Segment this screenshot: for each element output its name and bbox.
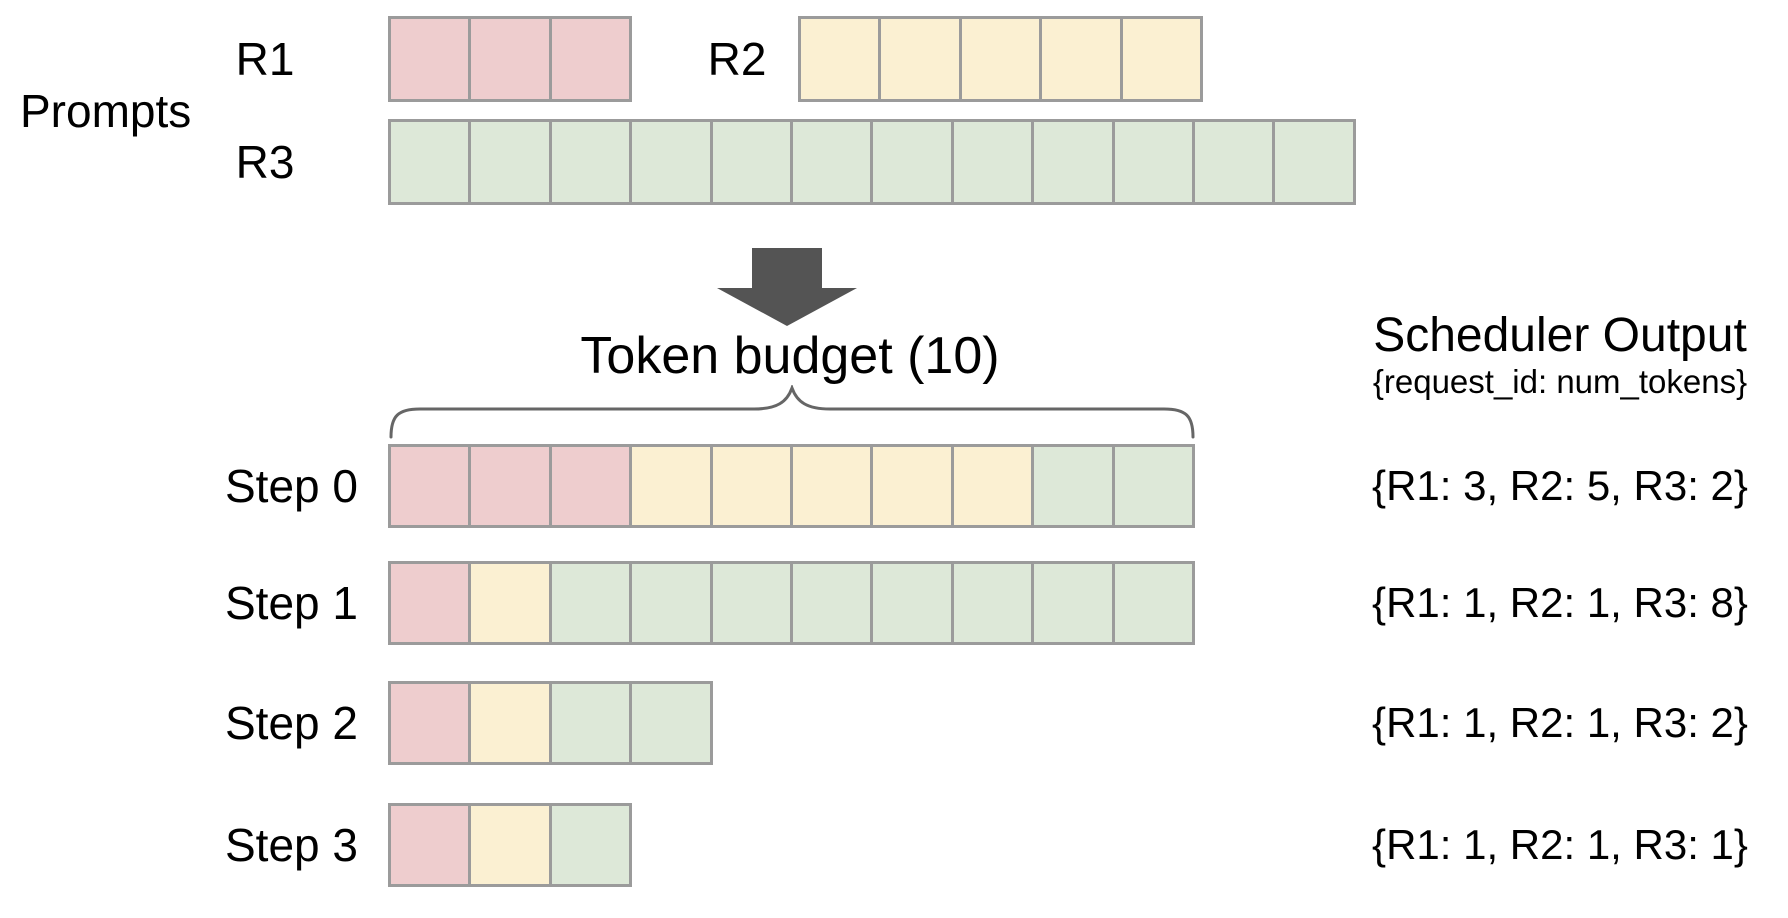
scheduler-output-title: Scheduler Output xyxy=(1373,309,1747,362)
row-label-r2: R2 xyxy=(707,33,767,85)
token-cell-r1 xyxy=(388,803,472,887)
token-cell-r2 xyxy=(1039,16,1123,102)
token-cell-r3 xyxy=(709,561,793,645)
token-cell-r3 xyxy=(950,119,1035,205)
token-cell-r3 xyxy=(950,561,1035,645)
step-label-0: Step 0 xyxy=(225,460,358,512)
token-cell-r1 xyxy=(468,16,552,102)
token-cell-r2 xyxy=(468,803,552,887)
token-cell-r3 xyxy=(709,119,793,205)
token-cell-r1 xyxy=(548,444,633,528)
token-cell-r1 xyxy=(388,16,472,102)
prompts-section-label: Prompts xyxy=(20,85,192,137)
token-cell-r2 xyxy=(468,561,552,645)
down-arrow-icon xyxy=(717,248,857,326)
token-cell-r1 xyxy=(388,681,472,765)
token-cell-r3 xyxy=(629,681,713,765)
token-cell-r1 xyxy=(388,561,472,645)
prompt-row-r2 xyxy=(798,16,1203,102)
token-cell-r3 xyxy=(548,119,633,205)
step-row-2 xyxy=(388,681,713,765)
token-cell-r3 xyxy=(1031,444,1115,528)
token-cell-r3 xyxy=(548,803,633,887)
token-cell-r3 xyxy=(789,119,874,205)
token-cell-r3 xyxy=(1191,119,1276,205)
scheduler-output-step-2: {R1: 1, R2: 1, R3: 2} xyxy=(1372,699,1748,746)
token-cell-r3 xyxy=(1031,119,1115,205)
token-cell-r3 xyxy=(388,119,472,205)
token-cell-r3 xyxy=(468,119,552,205)
step-row-0 xyxy=(388,444,1195,528)
token-cell-r2 xyxy=(878,16,962,102)
scheduler-output-subtitle: {request_id: num_tokens} xyxy=(1372,363,1748,400)
token-cell-r3 xyxy=(1272,119,1356,205)
token-cell-r3 xyxy=(548,681,633,765)
prompt-row-r3 xyxy=(388,119,1356,205)
step-label-3: Step 3 xyxy=(225,819,358,871)
token-cell-r2 xyxy=(789,444,874,528)
step-row-3 xyxy=(388,803,633,887)
step-label-1: Step 1 xyxy=(225,577,358,629)
scheduler-output-step-0: {R1: 3, R2: 5, R3: 2} xyxy=(1372,462,1748,509)
token-cell-r1 xyxy=(388,444,472,528)
token-cell-r3 xyxy=(870,561,954,645)
scheduler-output-step-1: {R1: 1, R2: 1, R3: 8} xyxy=(1372,579,1748,626)
token-cell-r1 xyxy=(468,444,552,528)
token-cell-r3 xyxy=(1111,119,1195,205)
token-cell-r3 xyxy=(789,561,874,645)
token-cell-r2 xyxy=(468,681,552,765)
row-label-r3: R3 xyxy=(235,136,295,188)
token-cell-r2 xyxy=(798,16,882,102)
token-cell-r2 xyxy=(958,16,1043,102)
token-cell-r3 xyxy=(1111,444,1195,528)
token-cell-r3 xyxy=(870,119,954,205)
token-cell-r2 xyxy=(629,444,713,528)
token-cell-r2 xyxy=(950,444,1035,528)
token-cell-r3 xyxy=(548,561,633,645)
token-budget-brace xyxy=(389,385,1195,439)
token-cell-r2 xyxy=(1119,16,1203,102)
token-cell-r1 xyxy=(548,16,633,102)
token-cell-r2 xyxy=(709,444,793,528)
row-label-r1: R1 xyxy=(235,33,295,85)
step-label-2: Step 2 xyxy=(225,697,358,749)
prompt-row-r1 xyxy=(388,16,633,102)
token-cell-r3 xyxy=(629,561,713,645)
token-cell-r2 xyxy=(870,444,954,528)
scheduler-output-step-3: {R1: 1, R2: 1, R3: 1} xyxy=(1372,821,1748,868)
token-cell-r3 xyxy=(629,119,713,205)
token-cell-r3 xyxy=(1031,561,1115,645)
token-budget-label: Token budget (10) xyxy=(580,327,1000,385)
step-row-1 xyxy=(388,561,1195,645)
token-cell-r3 xyxy=(1111,561,1195,645)
